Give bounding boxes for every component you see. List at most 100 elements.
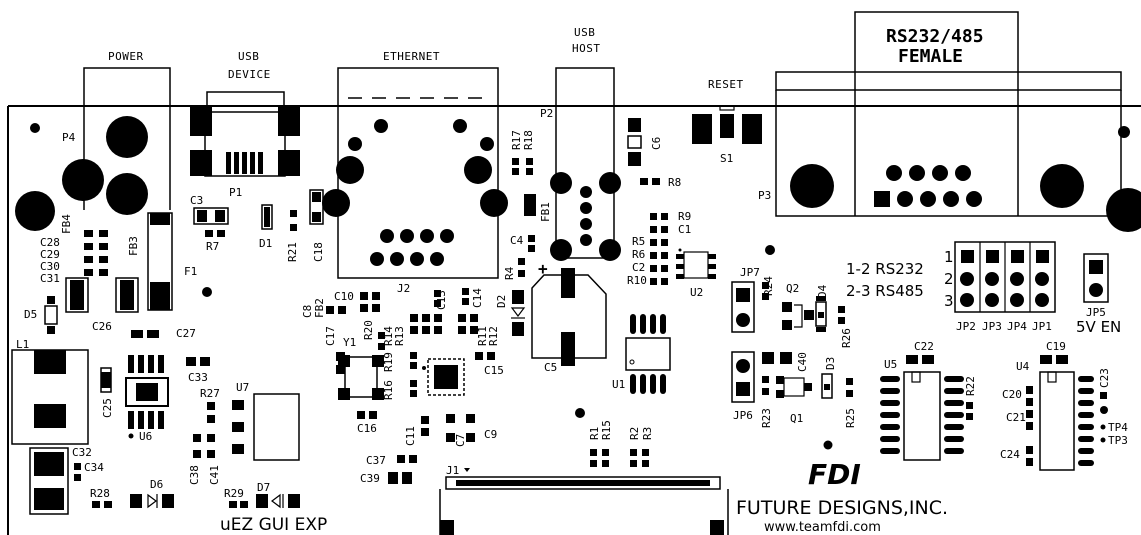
refdes-FB4: FB4 bbox=[60, 214, 73, 234]
refdes-C28: C28 bbox=[40, 236, 60, 249]
rs232-female-label: FEMALE bbox=[898, 46, 963, 67]
inductor-L1 bbox=[11, 349, 89, 445]
refdes-R17: R17 bbox=[510, 130, 523, 150]
refdes-R2: R2 bbox=[628, 427, 641, 440]
refdes-D3: D3 bbox=[824, 357, 837, 370]
refdes-FB1: FB1 bbox=[539, 202, 552, 222]
usb-host-label-1: USB bbox=[574, 26, 595, 39]
refdes-C11: C11 bbox=[404, 426, 417, 446]
svg-text:+: + bbox=[538, 259, 548, 278]
D1-led bbox=[261, 204, 273, 230]
refdes-C26: C26 bbox=[92, 320, 112, 333]
U7-regulator bbox=[232, 393, 300, 461]
refdes-P2: P2 bbox=[540, 107, 553, 120]
refdes-C24: C24 bbox=[1000, 448, 1020, 461]
refdes-R5: R5 bbox=[632, 235, 645, 248]
refdes-C2: C2 bbox=[632, 261, 645, 274]
power-caps bbox=[65, 277, 139, 313]
refdes-C1: C1 bbox=[678, 223, 691, 236]
rs232-485-label: RS232/485 bbox=[886, 26, 984, 47]
JP5-jumper[interactable] bbox=[1083, 253, 1109, 303]
refdes-JP5: JP5 bbox=[1086, 306, 1106, 319]
refdes-D4: D4 bbox=[816, 284, 829, 298]
usb-host-label-2: HOST bbox=[572, 42, 601, 55]
refdes-R26: R26 bbox=[840, 328, 853, 348]
refdes-R4: R4 bbox=[503, 266, 516, 280]
refdes-Q2: Q2 bbox=[786, 282, 799, 295]
ethernet-label: ETHERNET bbox=[383, 50, 440, 63]
refdes-R25: R25 bbox=[844, 408, 857, 428]
refdes-C39: C39 bbox=[360, 472, 380, 485]
U2-chip bbox=[676, 248, 716, 279]
jumper-options: 1-2 RS232 2-3 RS485 1 2 3 bbox=[846, 248, 954, 310]
C10-pads bbox=[326, 292, 380, 314]
refdes-Q1: Q1 bbox=[790, 412, 803, 425]
U6-chip bbox=[125, 355, 169, 439]
refdes-R12: R12 bbox=[487, 326, 500, 346]
JP7-jumper[interactable] bbox=[731, 281, 755, 333]
refdes-R11: R11 bbox=[476, 326, 489, 346]
U4-caps bbox=[1026, 386, 1033, 466]
usb-device-connector: USB DEVICE bbox=[190, 50, 300, 177]
fdi-logo: FDI FUTURE DESIGNS,INC. www.teamfdi.com bbox=[736, 458, 948, 535]
rs232-485-connector: RS232/485 FEMALE bbox=[775, 11, 1122, 217]
company-url: www.teamfdi.com bbox=[764, 520, 881, 535]
jp5-5v-enable-label: 5V EN bbox=[1076, 318, 1121, 336]
refdes-C20: C20 bbox=[1002, 388, 1022, 401]
refdes-U2: U2 bbox=[690, 286, 703, 299]
refdes-U7: U7 bbox=[236, 381, 249, 394]
refdes-C30: C30 bbox=[40, 260, 60, 273]
refdes-C7: C7 bbox=[454, 434, 467, 447]
usb-device-label-2: DEVICE bbox=[228, 68, 271, 81]
refdes-C10: C10 bbox=[334, 290, 354, 303]
power-label: POWER bbox=[108, 50, 144, 63]
refdes-C34: C34 bbox=[84, 461, 104, 474]
refdes-C9: C9 bbox=[484, 428, 497, 441]
refdes-C22: C22 bbox=[914, 340, 934, 353]
refdes-D6: D6 bbox=[150, 478, 163, 491]
refdes-TP3: TP3 bbox=[1108, 434, 1128, 447]
mounting-dot bbox=[30, 123, 40, 133]
C6-cap bbox=[627, 118, 642, 166]
refdes-C21: C21 bbox=[1006, 411, 1026, 424]
usb-device-label-1: USB bbox=[238, 50, 259, 63]
refdes-R27: R27 bbox=[200, 387, 220, 400]
refdes-C15: C15 bbox=[484, 364, 504, 377]
refdes-P4: P4 bbox=[62, 131, 76, 144]
jumper-block-JP2-JP1[interactable] bbox=[954, 241, 1056, 313]
refdes-C3: C3 bbox=[190, 194, 203, 207]
refdes-C40: C40 bbox=[796, 352, 809, 372]
refdes-C41: C41 bbox=[208, 465, 221, 485]
company-name: FUTURE DESIGNS,INC. bbox=[736, 497, 948, 519]
U5-chip bbox=[880, 371, 964, 461]
pin-label-2: 2 bbox=[944, 270, 954, 288]
refdes-C14: C14 bbox=[471, 288, 484, 308]
refdes-J2: J2 bbox=[397, 282, 410, 295]
U4-chip bbox=[1039, 371, 1094, 471]
refdes-JP2: JP2 bbox=[956, 320, 976, 333]
J1-fpc-connector: J1 bbox=[439, 464, 729, 535]
refdes-C33: C33 bbox=[188, 371, 208, 384]
refdes-C8: C8 bbox=[301, 305, 314, 318]
refdes-U5: U5 bbox=[884, 358, 897, 371]
reset-label: RESET bbox=[708, 78, 744, 91]
Q1-transistor bbox=[776, 376, 812, 398]
refdes-C38: C38 bbox=[188, 465, 201, 485]
JP6-jumper[interactable] bbox=[731, 351, 755, 403]
refdes-JP6: JP6 bbox=[733, 409, 753, 422]
jumper-option-rs232: 1-2 RS232 bbox=[846, 260, 924, 278]
refdes-D2: D2 bbox=[495, 295, 508, 308]
refdes-R13: R13 bbox=[393, 326, 406, 346]
C3-cap bbox=[193, 207, 229, 225]
refdes-FB2: FB2 bbox=[313, 298, 326, 318]
refdes-R21: R21 bbox=[286, 242, 299, 262]
reset-switch[interactable] bbox=[692, 105, 762, 144]
refdes-R22: R22 bbox=[964, 376, 977, 396]
refdes-R14: R14 bbox=[382, 326, 395, 346]
R1-R3-pads bbox=[590, 449, 649, 467]
C32-cap bbox=[29, 447, 69, 515]
refdes-C23: C23 bbox=[1098, 368, 1111, 388]
refdes-C27: C27 bbox=[176, 327, 196, 340]
C5-electrolytic-cap: + bbox=[531, 259, 607, 366]
refdes-R7: R7 bbox=[206, 240, 219, 253]
